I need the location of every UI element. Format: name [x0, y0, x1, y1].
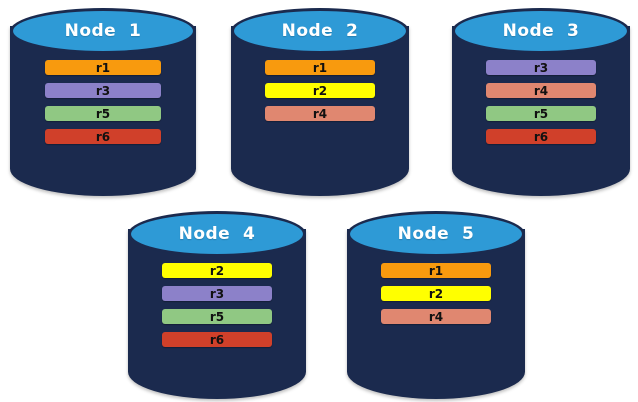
node-1-shard-list: r1 r3 r5 r6	[10, 60, 196, 144]
node-4-shard-r6[interactable]: r6	[161, 332, 273, 347]
node-2-cylinder-top: Node 2	[231, 8, 409, 54]
node-4-shard-list: r2 r3 r5 r6	[128, 263, 306, 347]
node-5-cylinder-top: Node 5	[347, 211, 525, 257]
node-1-shard-r6[interactable]: r6	[45, 129, 161, 144]
node-5-shard-r2[interactable]: r2	[380, 286, 492, 301]
node-3-shard-r4[interactable]: r4	[485, 83, 597, 98]
node-1-shard-r1-label: r1	[95, 60, 111, 75]
node-1-shard-r5-label: r5	[95, 106, 111, 121]
node-4[interactable]: Node 4 r2 r3 r5 r6	[128, 211, 306, 399]
node-1-shard-r3-label: r3	[95, 83, 111, 98]
node-3-shard-r4-label: r4	[533, 83, 549, 98]
node-4-label: Node 4	[178, 224, 256, 244]
node-5-shard-r4-label: r4	[428, 309, 444, 324]
node-5-shard-r4[interactable]: r4	[380, 309, 492, 324]
node-5[interactable]: Node 5 r1 r2 r4	[347, 211, 525, 399]
node-4-shard-r3-label: r3	[209, 286, 225, 301]
node-5-shard-list: r1 r2 r4	[347, 263, 525, 324]
node-5-shard-r2-label: r2	[428, 286, 444, 301]
node-2-shard-r4-label: r4	[312, 106, 328, 121]
node-1-shard-r3[interactable]: r3	[45, 83, 161, 98]
node-5-shard-r1[interactable]: r1	[380, 263, 492, 278]
node-2-shard-r2[interactable]: r2	[264, 83, 376, 98]
node-4-shard-r2[interactable]: r2	[161, 263, 273, 278]
node-2[interactable]: Node 2 r1 r2 r4	[231, 8, 409, 196]
node-2-shard-r2-label: r2	[312, 83, 328, 98]
node-3-shard-list: r3 r4 r5 r6	[452, 60, 630, 144]
node-3-shard-r6[interactable]: r6	[485, 129, 597, 144]
node-5-label: Node 5	[397, 224, 475, 244]
node-5-shard-r1-label: r1	[428, 263, 444, 278]
node-1-cylinder-top: Node 1	[10, 8, 196, 54]
node-4-shard-r3[interactable]: r3	[161, 286, 273, 301]
node-3-label: Node 3	[502, 21, 580, 41]
node-3-shard-r5-label: r5	[533, 106, 549, 121]
node-3-shard-r3[interactable]: r3	[485, 60, 597, 75]
node-3-cylinder-top: Node 3	[452, 8, 630, 54]
node-4-shard-r6-label: r6	[209, 332, 225, 347]
node-3-shard-r5[interactable]: r5	[485, 106, 597, 121]
node-2-shard-r1-label: r1	[312, 60, 328, 75]
node-1-label: Node 1	[64, 21, 142, 41]
node-4-shard-r5-label: r5	[209, 309, 225, 324]
node-2-label: Node 2	[281, 21, 359, 41]
node-3-shard-r6-label: r6	[533, 129, 549, 144]
node-2-shard-list: r1 r2 r4	[231, 60, 409, 121]
node-4-cylinder-top: Node 4	[128, 211, 306, 257]
node-3-shard-r3-label: r3	[533, 60, 549, 75]
node-1-shard-r5[interactable]: r5	[45, 106, 161, 121]
node-3[interactable]: Node 3 r3 r4 r5 r6	[452, 8, 630, 196]
node-1-shard-r6-label: r6	[95, 129, 111, 144]
node-4-shard-r2-label: r2	[209, 263, 225, 278]
node-2-shard-r1[interactable]: r1	[264, 60, 376, 75]
node-1[interactable]: Node 1 r1 r3 r5 r6	[10, 8, 196, 196]
node-4-shard-r5[interactable]: r5	[161, 309, 273, 324]
node-1-shard-r1[interactable]: r1	[45, 60, 161, 75]
node-2-shard-r4[interactable]: r4	[264, 106, 376, 121]
